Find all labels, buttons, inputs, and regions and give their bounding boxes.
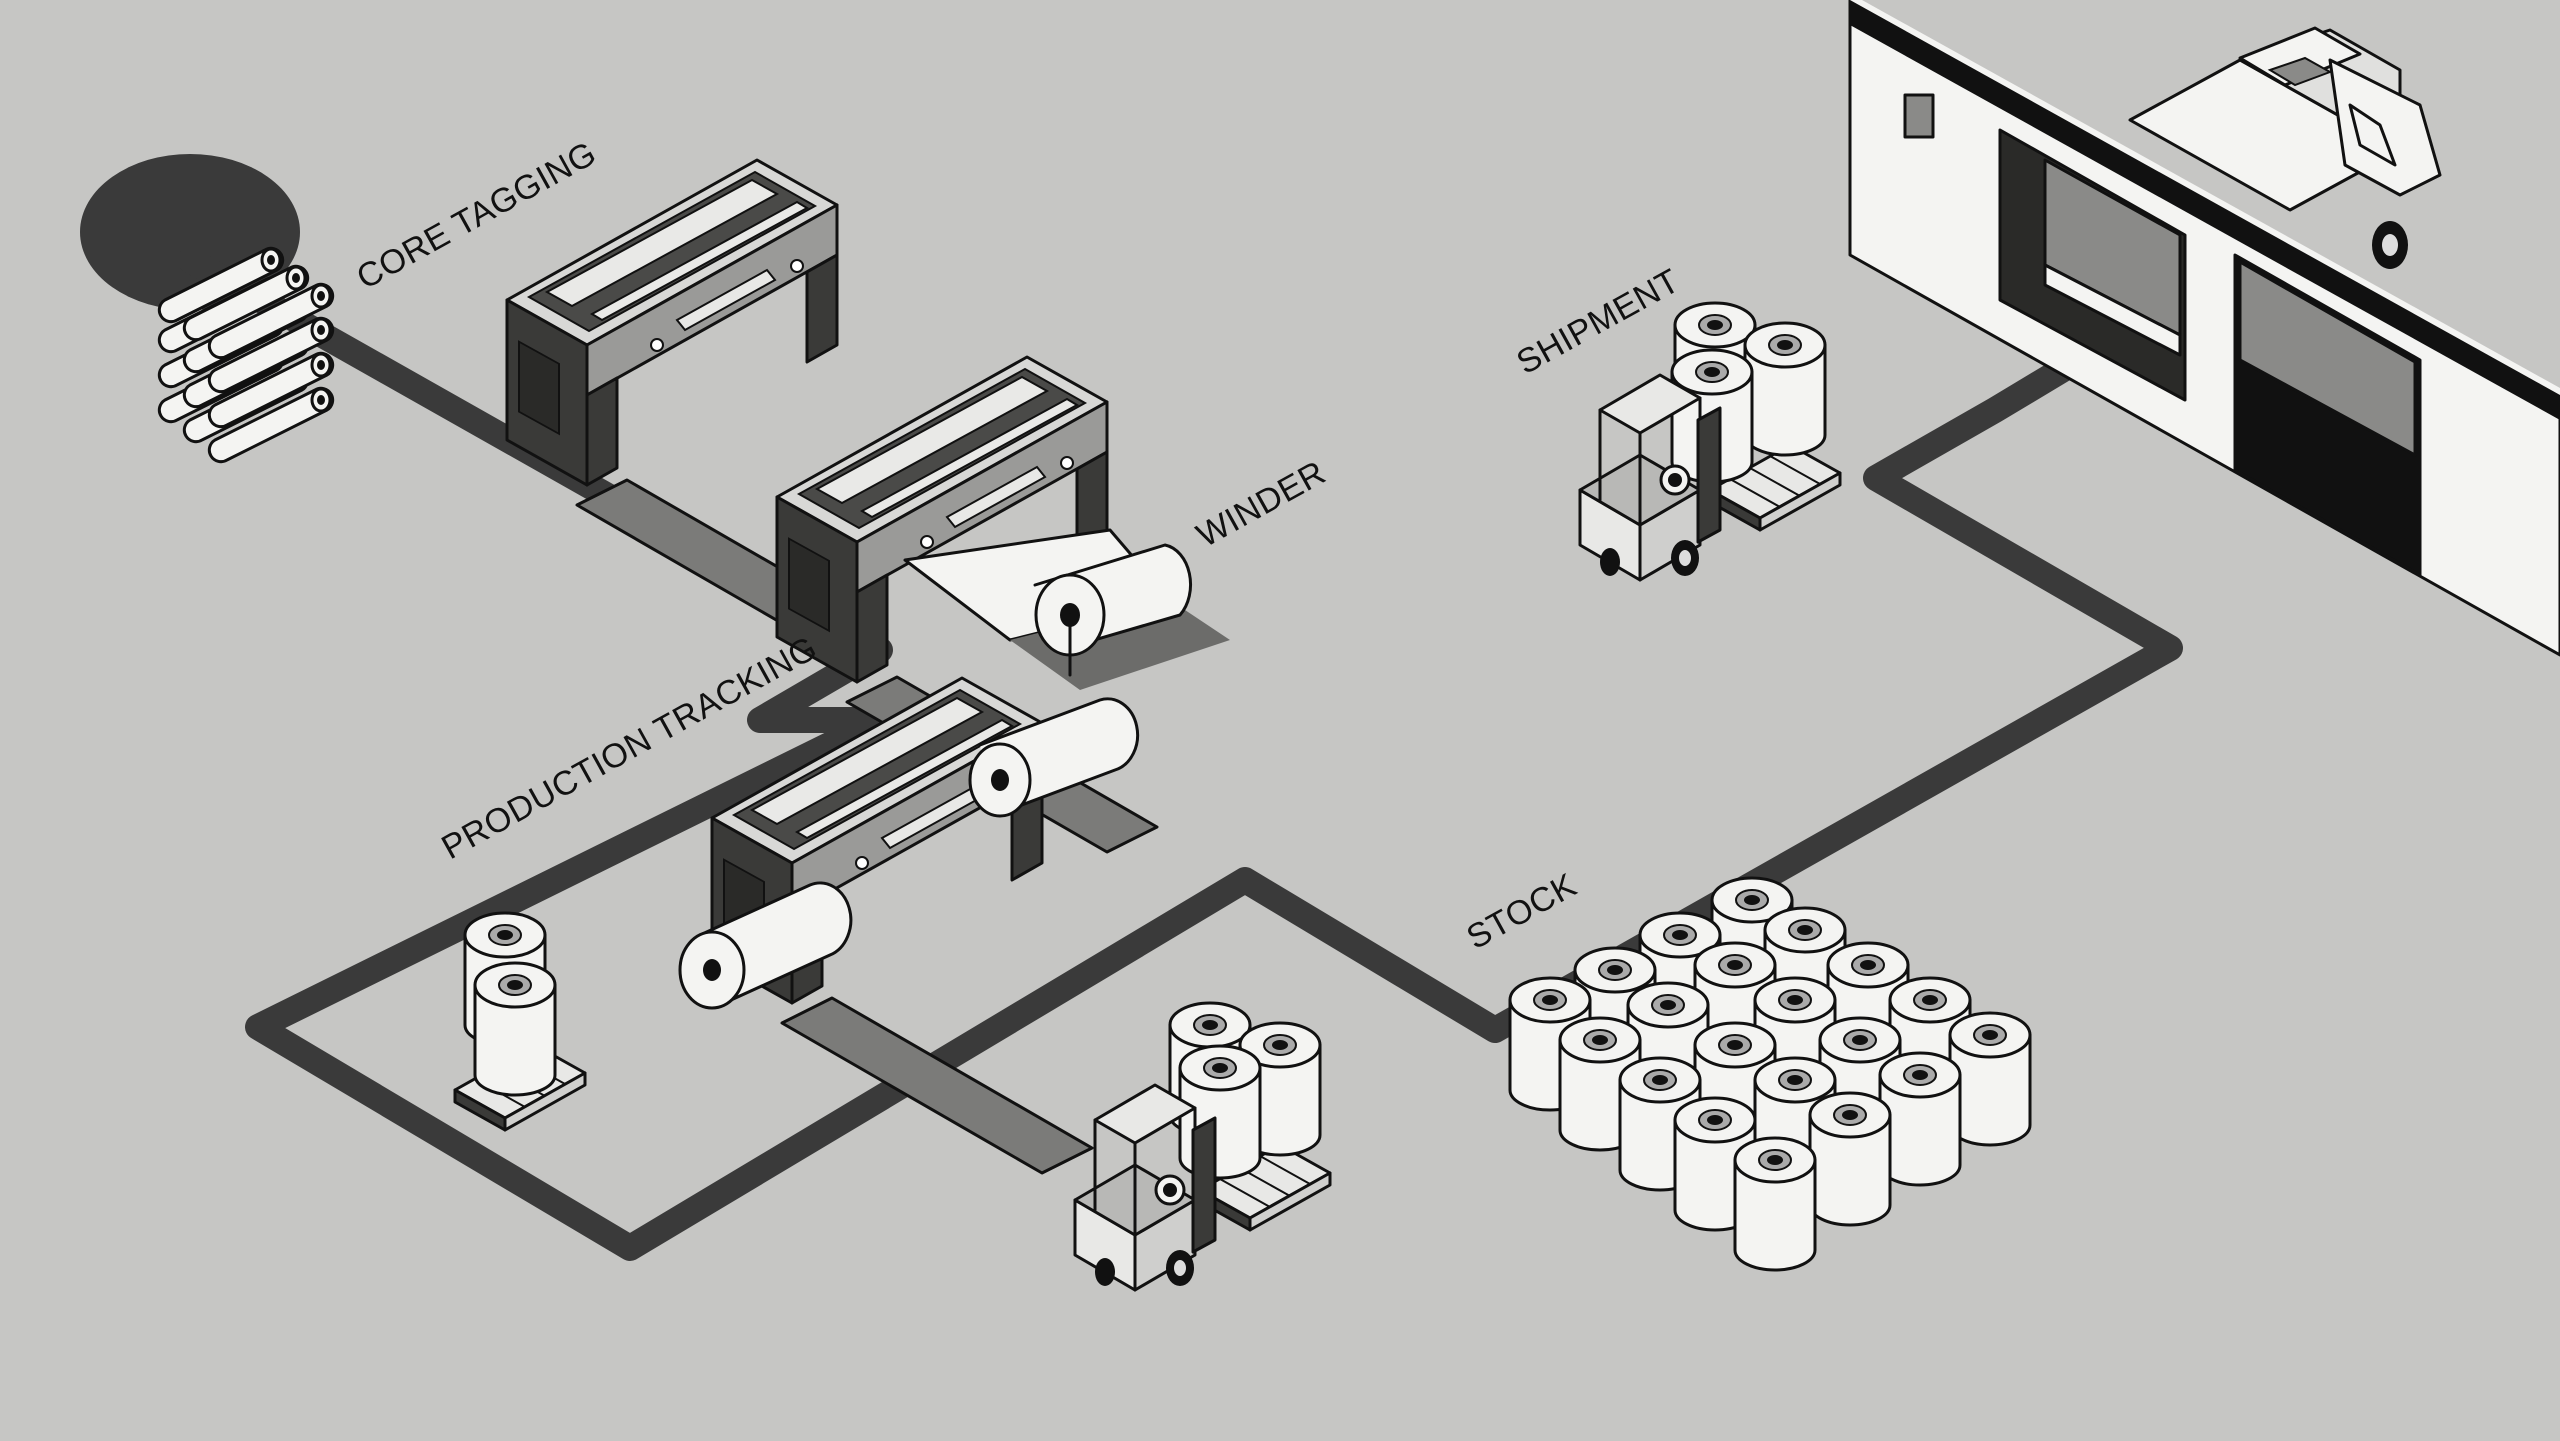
label-stock: STOCK [1460, 866, 1583, 957]
warehouse-building [1848, 0, 2560, 657]
label-winder: WINDER [1190, 453, 1332, 555]
production-tracking-machine [678, 676, 1140, 1175]
forklift-shipment [1578, 301, 1842, 582]
winder-machine [775, 355, 1230, 854]
forklift-bottom [1073, 1001, 1332, 1292]
truck [2128, 26, 2442, 269]
label-shipment: SHIPMENT [1510, 262, 1686, 382]
pallet-rolls-left [453, 911, 587, 1132]
stock-rolls [1508, 876, 2032, 1272]
